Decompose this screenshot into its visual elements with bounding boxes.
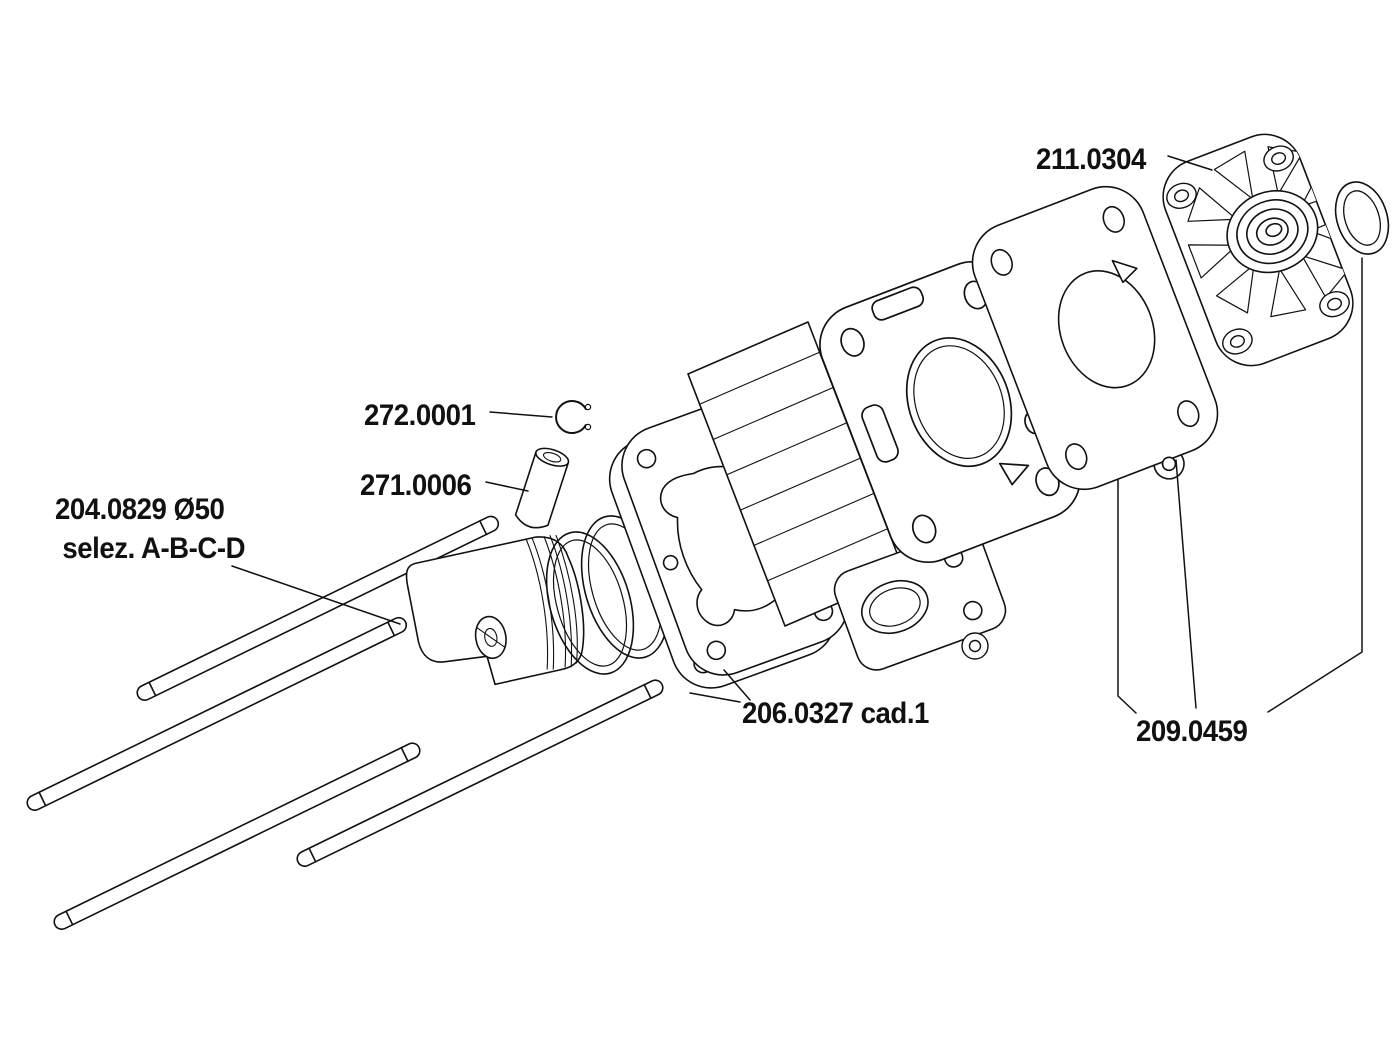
transfer-port <box>871 286 925 321</box>
stud-bolt <box>26 616 408 812</box>
stud-bolt <box>136 515 500 702</box>
head-gasket <box>971 185 1219 491</box>
leader-lines <box>231 155 1363 714</box>
label-piston-line1: 204.0829 Ø50 <box>55 493 225 526</box>
spark-plug-hole <box>1265 222 1283 238</box>
cylinder-bore <box>905 337 1013 468</box>
o-ring <box>1334 181 1390 255</box>
leader-head-gasket-2 <box>1175 459 1197 709</box>
label-piston-part: 204.0829 Ø50 selez. A-B-C-D <box>55 490 246 568</box>
flange-boss <box>961 632 989 660</box>
leader-cylinder-head <box>1167 155 1213 171</box>
exhaust-port <box>861 580 929 635</box>
stud-bolt <box>296 679 664 868</box>
label-cylinder-head-part: 211.0304 <box>1036 143 1146 176</box>
leader-gasket-set-2 <box>723 669 751 701</box>
label-head-gasket-part: 209.0459 <box>1136 715 1248 748</box>
leader-gasket-set-1 <box>689 692 741 703</box>
circlip <box>555 400 592 434</box>
transfer-port <box>861 404 899 463</box>
label-circlip-part: 272.0001 <box>364 399 476 432</box>
wrist-pin <box>514 447 570 529</box>
label-gasket-set-part: 206.0327 cad.1 <box>742 697 929 730</box>
leader-circlip <box>489 411 553 418</box>
leader-wrist-pin <box>485 481 529 492</box>
piston-ring <box>545 531 635 675</box>
head-bolt-bosses <box>1166 145 1350 355</box>
leader-head-gasket-1 <box>1117 479 1137 714</box>
cylinder-body <box>687 321 906 627</box>
leader-piston <box>231 565 401 625</box>
label-wrist-pin-part: 271.0006 <box>360 469 472 502</box>
stud-bolt <box>53 742 421 931</box>
cooling-fins <box>699 351 889 582</box>
stud-bolts <box>26 515 664 931</box>
label-piston-line2: selez. A-B-C-D <box>62 532 246 565</box>
gasket-bore <box>1057 270 1156 389</box>
leader-o-ring <box>1267 257 1363 713</box>
locating-notch <box>998 462 1030 486</box>
cylinder-head <box>1162 133 1357 367</box>
piston <box>405 534 585 686</box>
